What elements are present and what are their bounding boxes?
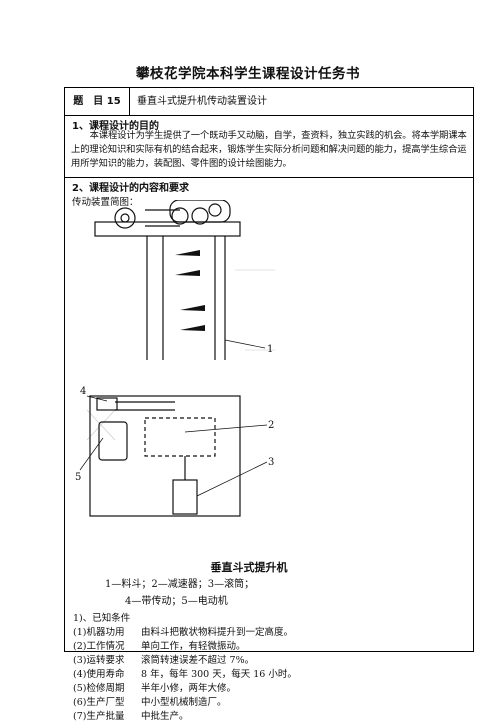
content-heading: 2、课程设计的内容和要求	[72, 183, 189, 194]
condition-item: (5)检修周期半年小修，两年大修。	[73, 683, 237, 694]
subject-label: 题 目 15	[65, 88, 130, 115]
subject-value: 垂直斗式提升机传动装置设计	[137, 96, 267, 107]
task-sheet: 题 目 15 垂直斗式提升机传动装置设计 1、课程设计的目的 本课程设计为学生提…	[64, 87, 474, 722]
condition-item: (2)工作情况单向工作，有轻微振动。	[73, 641, 246, 652]
goal-heading: 1、课程设计的目的	[72, 121, 159, 132]
condition-item: (6)生产厂型中小型机械制造厂。	[73, 697, 227, 708]
condition-item: (3)运转要求滚筒转速误差不超过 7%。	[73, 655, 255, 666]
page-title: 攀枝花学院本科学生课程设计任务书	[136, 66, 360, 82]
goal-section: 1、课程设计的目的 本课程设计为学生提供了一个既动手又动脑，自学，查资料，独立实…	[65, 116, 473, 178]
diagram-label-2: 2	[268, 420, 274, 431]
diagram-caption: 垂直斗式提升机	[210, 561, 288, 574]
diagram-legend-line2: 4—带传动；5—电动机	[125, 596, 228, 607]
diagram-intro: 传动装置简图：	[72, 197, 139, 208]
diagram-label-5: 5	[75, 472, 81, 483]
diagram-label-3: 3	[268, 457, 274, 468]
conditions-title: 1)、已知条件	[73, 613, 131, 624]
diagram-label-4: 4	[80, 386, 86, 397]
goal-body: 本课程设计为学生提供了一个既动手又动脑，自学，查资料，独立实践的机会。将本学期课…	[71, 130, 467, 169]
diagram-label-1: 1	[267, 344, 273, 355]
condition-item: (1)机器功用由料斗把散状物料提升到一定高度。	[73, 627, 294, 638]
subject-row: 题 目 15 垂直斗式提升机传动装置设计	[65, 88, 473, 116]
transmission-diagram: 1 2 3 4 5	[75, 200, 275, 517]
diagram-legend-line1: 1—料斗；2—减速器；3—滚筒；	[105, 579, 255, 590]
condition-item: (7)生产批量中批生产。	[73, 711, 189, 722]
content-section: 2、课程设计的内容和要求 传动装置简图：	[65, 178, 473, 722]
